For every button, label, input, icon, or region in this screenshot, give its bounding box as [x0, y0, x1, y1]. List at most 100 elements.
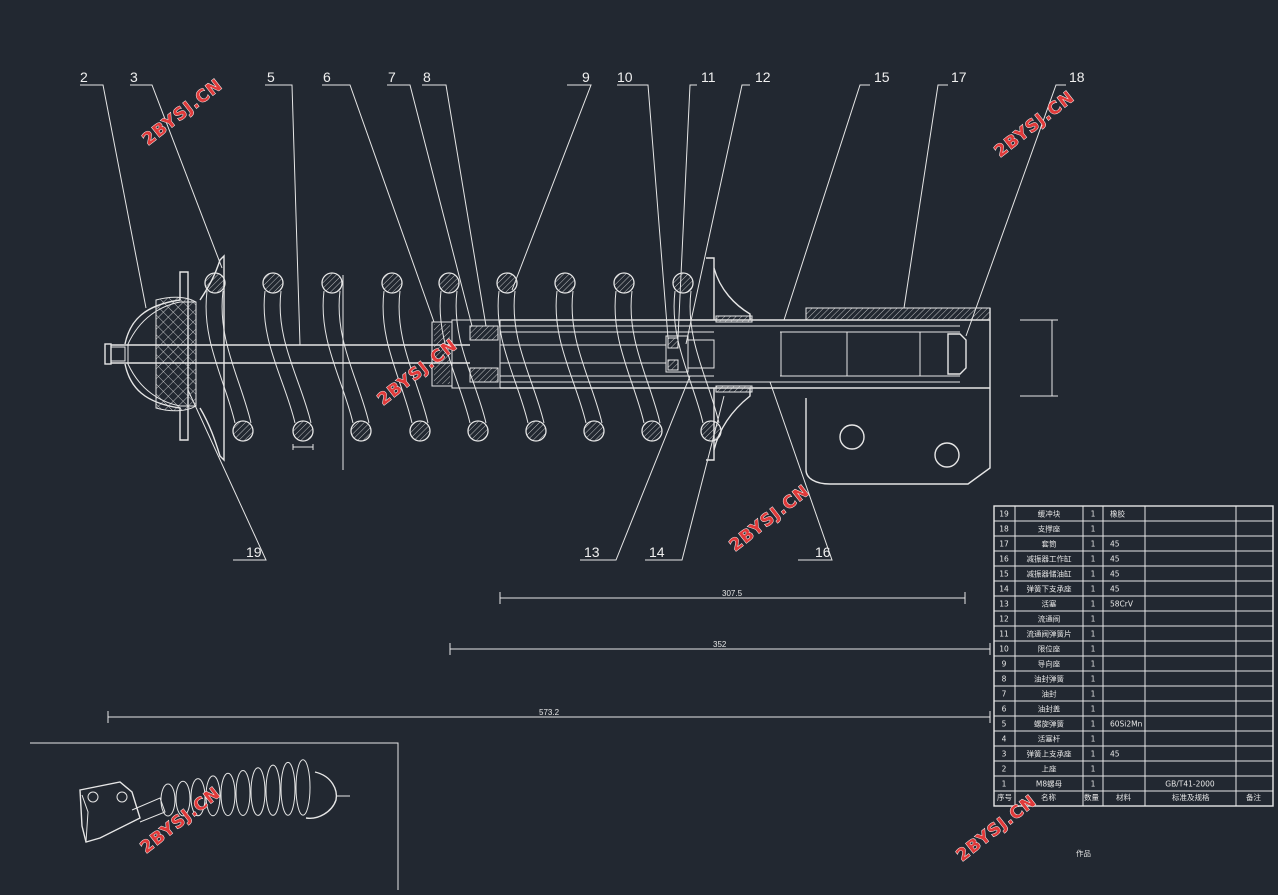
- bom-cell-qty: 1: [1091, 585, 1096, 594]
- bom-cell-name: 缓冲块: [1038, 509, 1061, 519]
- coil-wire: [630, 290, 661, 424]
- bom-cell-name: 流通阀弹簧片: [1027, 629, 1072, 639]
- bom-cell-material: 60Si2Mn: [1110, 720, 1143, 729]
- coil-wire: [673, 290, 704, 424]
- inset-coil: [295, 759, 311, 816]
- coil-section-bottom: [409, 420, 431, 442]
- bom-cell-material: 45: [1110, 570, 1120, 579]
- inset-coil: [175, 780, 191, 817]
- bom-cell-qty: 1: [1091, 705, 1096, 714]
- bom-cell-qty: 1: [1091, 645, 1096, 654]
- bom-cell-name: 套筒: [1042, 539, 1058, 549]
- bom-cell-name: 螺旋弹簧: [1034, 719, 1064, 729]
- coil-wire: [689, 290, 720, 424]
- coil-wire: [205, 290, 236, 424]
- callout-7: 7: [388, 69, 396, 85]
- dimension-352: 352: [713, 640, 727, 649]
- callout-5: 5: [267, 69, 275, 85]
- bom-cell-no: 6: [1002, 705, 1007, 714]
- coil-section-top: [204, 272, 226, 294]
- bom-cell-name: 限位座: [1038, 644, 1061, 654]
- coil-wire: [614, 290, 645, 424]
- coil-section-top: [613, 272, 635, 294]
- inset-coil: [190, 778, 206, 817]
- inset-coil: [160, 783, 176, 817]
- bom-cell-material: 45: [1110, 750, 1120, 759]
- bom-cell-no: 16: [999, 555, 1009, 564]
- callout-3: 3: [130, 69, 138, 85]
- bom-cell-qty: 1: [1091, 735, 1096, 744]
- coil-wire: [221, 290, 252, 424]
- bom-header-qty: 数量: [1084, 792, 1100, 802]
- watermark-2: 2BYSJ.CN: [991, 87, 1079, 162]
- coil-section-bottom: [232, 420, 254, 442]
- bom-cell-material: 58CrV: [1110, 600, 1134, 609]
- bom-cell-no: 14: [999, 585, 1009, 594]
- callout-19: 19: [246, 544, 262, 560]
- bom-cell-no: 8: [1002, 675, 1007, 684]
- callout-2: 2: [80, 69, 88, 85]
- bom-cell-qty: 1: [1091, 660, 1096, 669]
- bom-cell-qty: 1: [1091, 675, 1096, 684]
- callout-10: 10: [617, 69, 633, 85]
- bom-cell-name: 减振器工作缸: [1027, 554, 1072, 564]
- coil-section-top: [381, 272, 403, 294]
- coil-section-top: [321, 272, 343, 294]
- bom-cell-no: 13: [999, 600, 1009, 609]
- isometric-inset: [30, 742, 399, 890]
- bom-cell-qty: 1: [1091, 555, 1096, 564]
- bom-cell-name: 油封: [1042, 689, 1058, 699]
- watermark-1: 2BYSJ.CN: [139, 75, 227, 150]
- watermark-5: 2BYSJ.CN: [137, 783, 225, 858]
- inset-coil: [280, 761, 296, 816]
- bom-cell-qty: 1: [1091, 510, 1096, 519]
- bom-cell-no: 17: [999, 540, 1009, 549]
- bom-cell-qty: 1: [1091, 570, 1096, 579]
- bom-header-no: 序号: [997, 792, 1012, 802]
- bom-cell-name: M8螺母: [1036, 779, 1063, 789]
- bom-header-material: 材料: [1116, 792, 1132, 802]
- coil-section-bottom: [525, 420, 547, 442]
- coil-section-top: [554, 272, 576, 294]
- bom-cell-no: 3: [1002, 750, 1007, 759]
- bom-cell-name: 流通阀: [1038, 614, 1061, 624]
- coil-wire: [513, 290, 545, 424]
- bom-header-standard: 标准及规格: [1172, 792, 1210, 802]
- coil-section-bottom: [583, 420, 605, 442]
- leader-lines: [80, 84, 1066, 561]
- inset-coil: [235, 770, 251, 816]
- coil-section-bottom: [641, 420, 663, 442]
- bom-cell-qty: 1: [1091, 750, 1096, 759]
- drawing-footer-label: 作品: [1076, 848, 1091, 858]
- coil-section-bottom: [292, 420, 314, 442]
- bom-cell-qty: 1: [1091, 540, 1096, 549]
- coil-wire: [555, 290, 587, 424]
- callout-11: 11: [701, 69, 716, 85]
- coil-wire: [338, 290, 370, 424]
- bom-cell-qty: 1: [1091, 600, 1096, 609]
- bom-header-remark: 备注: [1246, 792, 1262, 802]
- inset-coil: [265, 764, 281, 816]
- bom-cell-qty: 1: [1091, 720, 1096, 729]
- bom-cell-name: 活塞杆: [1038, 734, 1061, 744]
- coil-section-bottom: [700, 420, 722, 442]
- bom-cell-name: 弹簧上支承座: [1027, 749, 1072, 759]
- bom-cell-material: 45: [1110, 540, 1120, 549]
- watermarks: 2BYSJ.CN 2BYSJ.CN 2BYSJ.CN 2BYSJ.CN 2BYS…: [136, 75, 1079, 867]
- bom-cell-name: 减振器储油缸: [1027, 569, 1072, 579]
- coil-section-bottom: [467, 420, 489, 442]
- bom-cell-qty: 1: [1091, 780, 1096, 789]
- bom-cell-no: 4: [1002, 735, 1007, 744]
- bom-cell-qty: 1: [1091, 630, 1096, 639]
- coil-section-top: [438, 272, 460, 294]
- bom-header-name: 名称: [1041, 792, 1057, 802]
- bom-cell-name: 支撑座: [1038, 524, 1061, 534]
- bom-cell-no: 2: [1002, 765, 1007, 774]
- watermark-6: 2BYSJ.CN: [953, 791, 1041, 866]
- bom-cell-no: 1: [1002, 780, 1007, 789]
- bom-cell-name: 上座: [1042, 764, 1058, 774]
- bom-cell-name: 活塞: [1042, 599, 1058, 609]
- callout-labels: 2 3 5 6 7 8 9 10 11 12 15 17 18 19 13 14…: [80, 69, 1085, 560]
